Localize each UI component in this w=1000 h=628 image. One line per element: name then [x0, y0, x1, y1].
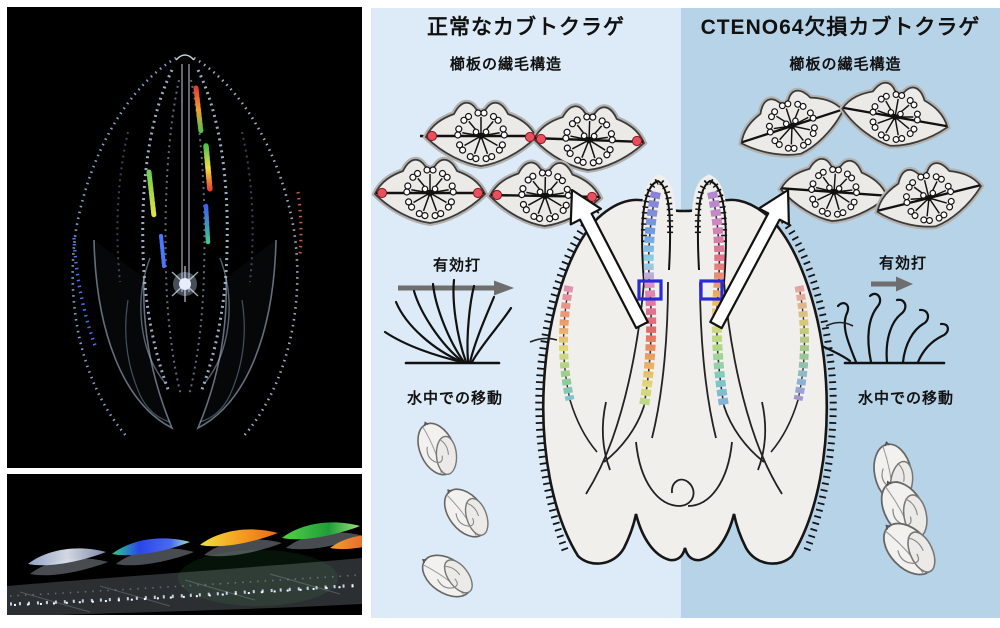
effective-stroke-arrow-mutant — [871, 276, 913, 292]
panel-mutant-subtitle: 櫛板の繊毛構造 — [789, 56, 902, 73]
zoom-arrow-to-normal-cluster — [569, 188, 649, 330]
panel-normal-subtitle: 櫛板の繊毛構造 — [449, 56, 562, 73]
photo-comb-jelly-background — [7, 7, 362, 468]
tangled-cilia-fan — [803, 292, 949, 365]
comb-jelly-schematic — [529, 174, 854, 565]
comb-rows — [529, 190, 854, 463]
coordinated-cilia-fan — [383, 278, 513, 365]
movement-label-normal: 水中での移動 — [406, 390, 503, 407]
highlight-box-mutant — [699, 279, 724, 301]
panel-normal-title: 正常なカブトクラゲ — [427, 16, 625, 39]
comb-plates-photo-drawing — [7, 522, 362, 615]
effective-stroke-label-mutant: 有効打 — [878, 255, 927, 272]
normal-cilia-cluster — [375, 103, 645, 227]
comb-jelly-body — [541, 198, 829, 565]
movement-label-mutant: 水中での移動 — [857, 390, 954, 407]
compartmenting-lamellae-dots — [376, 130, 643, 203]
panel-mutant-title: CTENO64欠損カブトクラゲ — [700, 16, 981, 39]
comb-jelly-photo-drawing — [71, 54, 303, 439]
highlight-box-normal — [637, 279, 663, 301]
effective-stroke-arrow-normal — [398, 280, 514, 296]
effective-stroke-label-normal: 有効打 — [432, 257, 481, 274]
photo-comb-plates — [7, 474, 362, 615]
zoom-arrow-to-mutant-cluster — [709, 188, 790, 330]
photo-comb-jelly — [7, 7, 362, 468]
